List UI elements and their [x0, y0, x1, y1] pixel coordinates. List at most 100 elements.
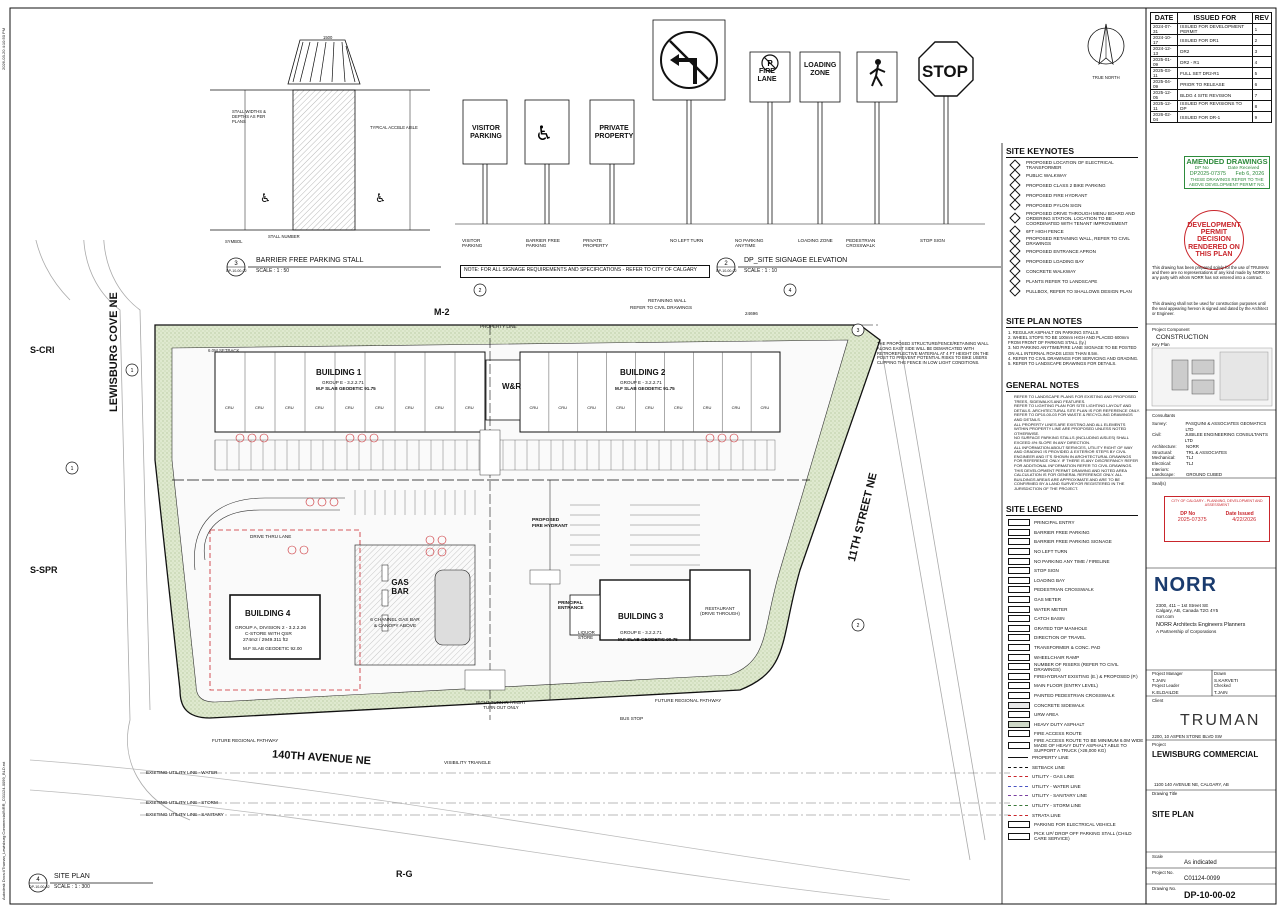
legend-symbol-icon [1008, 730, 1030, 738]
general-notes-title: GENERAL NOTES [1006, 380, 1138, 392]
legend-text: FIRE ACCESS ROUTE TO BE MINIMUM 6.0M WID… [1034, 738, 1144, 754]
canopy-label: 6 CHANNEL GAS BAR & CANOPY ABOVE [370, 618, 420, 629]
legend-symbol-icon [1008, 756, 1028, 758]
drawing-title: SITE PLAN [1152, 810, 1194, 819]
hydrant-label: PROPOSED FIRE HYDRANT [532, 518, 568, 529]
legend-item: WHEELCHAIR RAMP [1008, 652, 1144, 662]
keynote-item: PROPOSED LOADING BAY [1008, 255, 1140, 267]
legend-item: URW AREA [1008, 710, 1144, 720]
project-label: Project [1152, 742, 1166, 747]
revision-cell: 2025-03-11 [1149, 67, 1179, 79]
amended-date: Feb 6, 2026 [1235, 171, 1265, 177]
barrier-free-stall-detail: ♿ ♿ [210, 39, 430, 231]
cru-label: CRU [529, 405, 539, 410]
revision-cell: 7 [1251, 89, 1273, 101]
revision-cell: 6 [1251, 78, 1273, 90]
building-4-label: BUILDING 4 [245, 609, 291, 618]
keynote-text: PROPOSED ENTRANCE APRON [1026, 248, 1096, 254]
consultant-row: Landscape:GROUND CUBED [1152, 472, 1274, 478]
legend-item: STOP SIGN [1008, 566, 1144, 576]
legend-text: PRINCIPAL ENTRY [1034, 520, 1075, 526]
svg-text:4: 4 [789, 288, 792, 294]
legend-item: DIRECTION OF TRAVEL [1008, 633, 1144, 643]
revision-cell: 8 [1251, 100, 1273, 112]
utility-water-label: EXISTING UTILITY LINE - WATER [146, 770, 218, 775]
keynote-item: PROPOSED CLASS 2 BIKE PARKING [1008, 179, 1140, 191]
legend-text: PROPERTY LINE [1032, 754, 1069, 760]
svg-text:2: 2 [857, 623, 860, 629]
norr-firm: NORR Architects Engineers Planners [1156, 622, 1246, 628]
legend-item: PROPERTY LINE [1008, 753, 1144, 763]
north-label: TRUE NORTH [1092, 75, 1120, 80]
consultant-row: Architecture:NORR [1152, 444, 1274, 450]
sign-caption: NO PARKING ANYTIME [735, 238, 764, 249]
revision-cell: 2024-10-17 [1149, 34, 1179, 46]
bf-stall-scale: SCALE : 1 : 50 [256, 268, 290, 274]
keynote-text: PLANTS REFER TO LANDSCAPE [1026, 278, 1098, 284]
legend-item: STRATA LINE [1008, 810, 1144, 820]
legend-text: HEAVY DUTY ASPHALT [1034, 721, 1085, 727]
city-stamp: CITY OF CALGARY - PLANNING, DEVELOPMENT … [1164, 496, 1270, 542]
cru-label: CRU [285, 405, 294, 410]
legend-text: PAINTED PEDESTRIAN CROSSWALK [1034, 692, 1115, 698]
drawn-label: Drawn [1214, 671, 1227, 676]
svg-text:2: 2 [479, 288, 482, 294]
legend-symbol-icon [1008, 766, 1028, 768]
amended-date-label: Date Received [1227, 166, 1260, 171]
rev-header-issued: ISSUED FOR [1177, 12, 1253, 24]
keynote-text: 6FT HIGH FENCE [1026, 228, 1064, 234]
site-legend-title: SITE LEGEND [1006, 504, 1138, 516]
city-date: 4/22/2026 [1232, 517, 1257, 523]
keynote-item: CONCRETE WALKWAY [1008, 265, 1140, 277]
legend-symbol-icon [1008, 653, 1030, 661]
bus-stop-label: BUS STOP [620, 716, 644, 721]
cru-label: CRU [255, 405, 264, 410]
legend-item: NUMBER OF RISERS (REFER TO CIVIL DRAWING… [1008, 662, 1144, 672]
planter-circle [329, 497, 339, 507]
keynote-diamond-icon [1009, 212, 1021, 224]
checked-value: T.JAIN [1214, 690, 1228, 695]
sign-caption: LOADING ZONE [798, 238, 833, 243]
scale-value: As indicated [1184, 860, 1217, 866]
building-2-group: GROUP E - 3.2.2.71 [620, 380, 662, 385]
building-4-use: C-STORE WITH QSR [245, 632, 292, 637]
side-file-path: Autodesk Docs://Truman_Lewisburg Commerc… [1, 761, 6, 900]
consultants-list: Survey:PASQUINI & ASSOCIATES GEOMATICS L… [1152, 421, 1274, 478]
building-4-geodetic: M.F SLAB GEODETIC 92.00 [243, 646, 302, 651]
legend-symbol-icon [1008, 821, 1030, 829]
city-stamp-heading: CITY OF CALGARY - PLANNING, DEVELOPMENT … [1171, 499, 1263, 507]
property-line-label: PROPERTY LINE [480, 324, 517, 329]
gas-bar-label: GAS BAR [391, 578, 409, 597]
legend-text: NO LEFT TURN [1034, 549, 1068, 555]
legend-text: TRANSFORMER & CONC. PAD [1034, 645, 1101, 651]
project-no: C01124-0099 [1184, 876, 1220, 882]
cru-label: CRU [435, 405, 444, 410]
legend-text: WHEELCHAIR RAMP [1034, 654, 1080, 660]
pm-value: T.JAIN [1152, 678, 1166, 683]
legend-item: SETBACK LINE [1008, 762, 1144, 772]
site-plan-title-marker: 4 [28, 873, 153, 893]
typical-aisle-note: TYPICAL ACCBLE AISLE [370, 125, 418, 130]
plan-note: 5. REFER TO LANDSCAPE DRAWINGS FOR DETAI… [1008, 360, 1117, 366]
general-note: REFER TO LANDSCAPE PLANS FOR EXISTING AN… [1014, 394, 1137, 404]
legend-symbol-icon [1008, 586, 1030, 594]
retaining-note: THE PROPOSED STRUCTURE/FENCE/RETAINING W… [877, 341, 989, 366]
setback-label: 6.0M SETBACK [208, 348, 240, 353]
legend-item: UTILITY - WATER LINE [1008, 781, 1144, 791]
revision-cell: PRIOR TO RELEASE [1177, 78, 1253, 90]
legend-symbol-icon [1008, 742, 1030, 750]
legend-item: WATER METER [1008, 604, 1144, 614]
legend-item: CONCRETE SIDEWALK [1008, 700, 1144, 710]
legend-symbol-icon [1008, 832, 1030, 840]
site-keynotes-list: PROPOSED LOCATION OF ELECTRICAL TRANSFOR… [1008, 159, 1140, 297]
general-note: ALL INFORMATION ABOUT SERVICES, UTILITY … [1014, 444, 1139, 468]
svg-text:3: 3 [234, 261, 238, 267]
pm-label: Project Manager [1152, 671, 1183, 676]
consultant-role: Landscape: [1152, 472, 1175, 478]
building-3-group: GROUP E - 3.2.2.71 [620, 630, 662, 635]
